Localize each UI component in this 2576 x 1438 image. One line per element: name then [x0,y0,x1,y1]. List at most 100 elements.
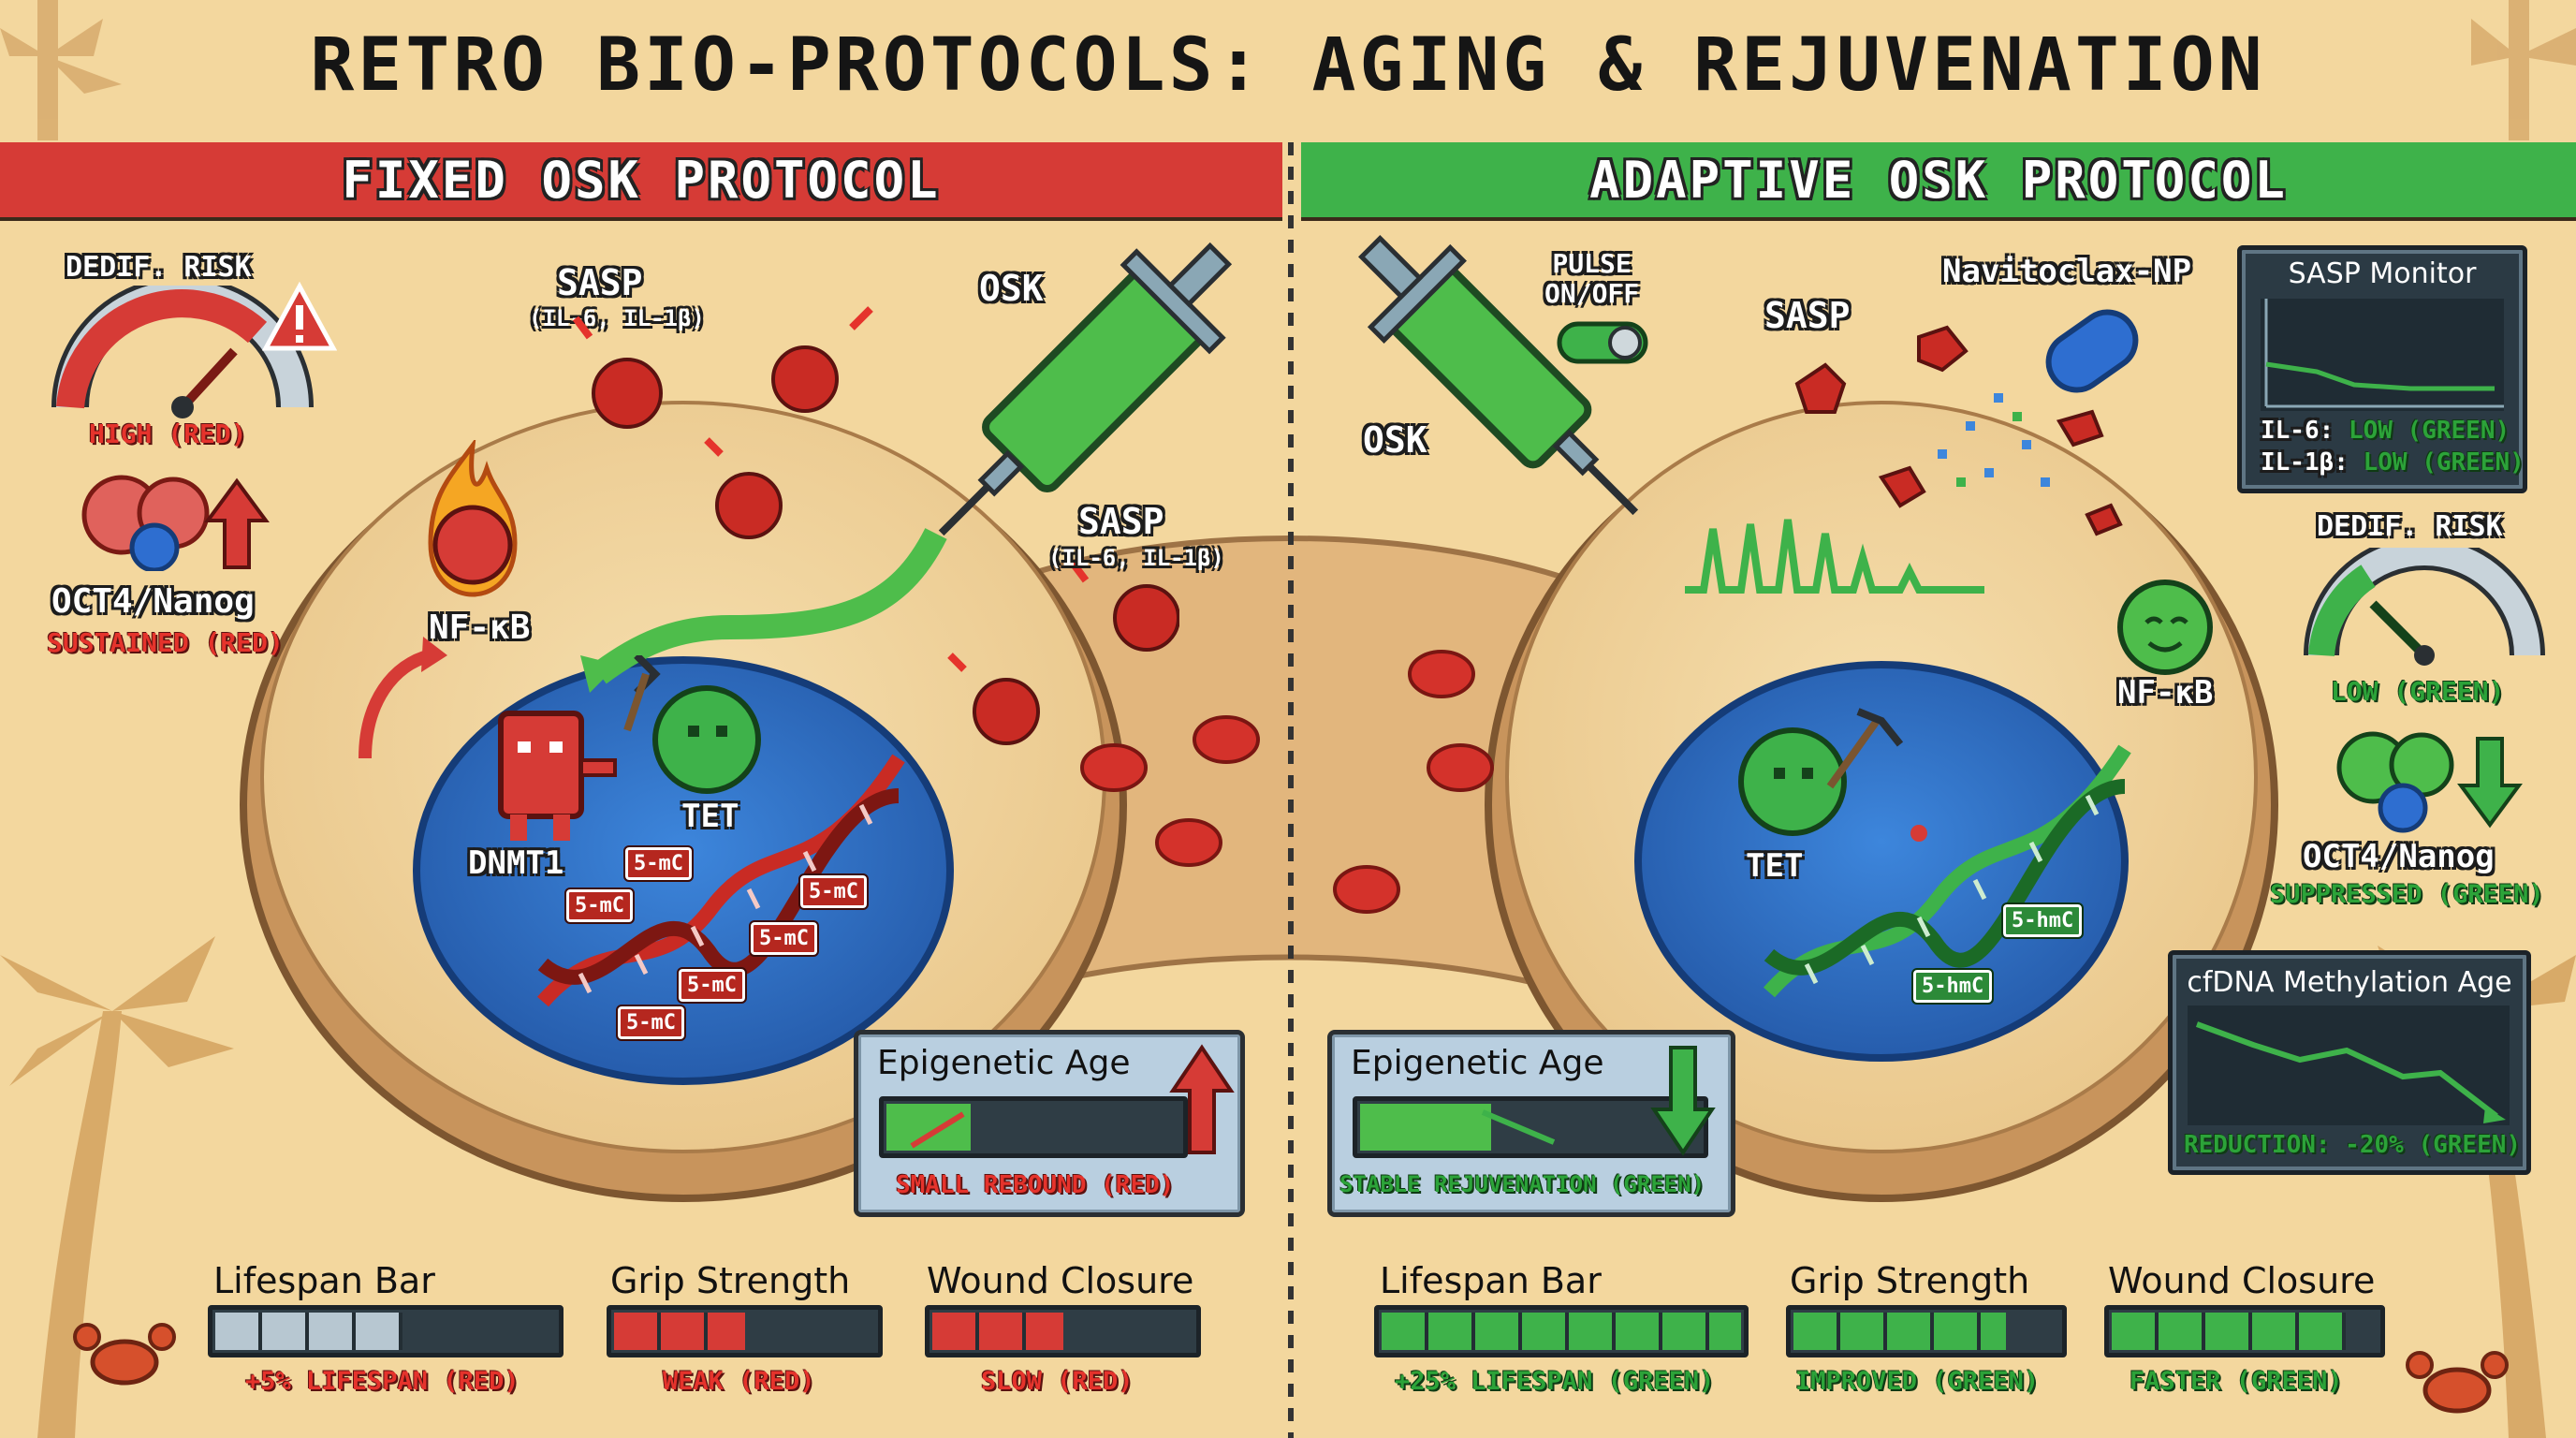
warning-icon [262,281,337,351]
right-lifespan-label: Lifespan Bar [1380,1260,1602,1301]
il6-status: LOW (GREEN) [2348,417,2510,445]
navitoclax-label: Navitoclax-NP [1942,253,2192,290]
right-lifespan-status: +25% LIFESPAN (GREEN) [1395,1367,1715,1396]
sasp-monitor-title: SASP Monitor [2288,257,2477,290]
methyl-mark: 5-mC [798,873,869,910]
left-lifespan-bar [208,1305,564,1357]
right-tet-label: TET [1746,847,1804,885]
right-dedif-gauge [2304,548,2545,666]
right-gauge-needle [2369,600,2428,659]
right-wound-label: Wound Closure [2108,1260,2376,1301]
left-wound-status: SLOW (RED) [981,1367,1134,1396]
left-epigenetic-age-bar [879,1096,1188,1158]
right-grip-fill [1793,1313,2007,1350]
right-grip-status: IMPROVED (GREEN) [1795,1367,2040,1396]
right-epigenetic-age-panel: Epigenetic Age STABLE REJUVENATION (GREE… [1327,1030,1735,1217]
right-lifespan-fill [1382,1313,1741,1350]
down-arrow-icon [2457,737,2523,829]
right-dna-helix-icon [1763,744,2131,998]
left-tet-character-icon [623,655,761,794]
page-title: RETRO BIO-PROTOCOLS: AGING & REJUVENATIO… [310,23,2266,108]
right-epigenetic-age-bar [1353,1096,1708,1158]
red-blood-cells [1080,650,1494,914]
palm-tree-bottom-left [0,936,234,1438]
right-oct4-label: OCT4/Nanog [2303,838,2495,875]
palm-tree-top-left [0,0,122,140]
left-gauge-fill [56,289,268,409]
sasp-monitor-chart [2261,299,2504,411]
left-oct4-status: SUSTAINED (RED) [47,627,284,658]
left-grip-status: WEAK (RED) [663,1367,815,1396]
left-dedif-gauge [51,286,314,418]
il1b-status: LOW (GREEN) [2363,448,2525,477]
left-grip-bar [607,1305,883,1357]
cfdna-chart [2188,1005,2510,1125]
right-wound-status: FASTER (GREEN) [2130,1367,2343,1396]
big-up-arrow-icon [1169,1044,1235,1154]
hydroxymethyl-mark: 5-hmC [1910,968,1995,1005]
left-grip-label: Grip Strength [610,1260,851,1301]
right-epigenetic-age-title: Epigenetic Age [1351,1044,1604,1082]
right-lifespan-bar [1374,1305,1749,1357]
right-sasp-label: SASP [1764,295,1851,336]
right-wound-fill [2112,1313,2346,1350]
pulse-on-off-label: PULSE ON/OFF [1544,248,1640,309]
il1b-label: IL-1β: LOW (GREEN) [2261,448,2525,477]
left-wound-fill [932,1313,1063,1350]
sasp-fragments-right [1794,325,2123,536]
right-tet-character-icon [1738,708,1904,836]
right-wound-bar [2104,1305,2385,1357]
right-grip-label: Grip Strength [1790,1260,2030,1301]
cfdna-panel: cfDNA Methylation Age REDUCTION: -20% (G… [2168,950,2531,1175]
left-lifespan-label: Lifespan Bar [213,1260,435,1301]
flame-icon [428,440,518,597]
left-nfkb-label: NF-κB [429,609,531,647]
left-oct4-label: OCT4/Nanog [51,582,255,621]
cfdna-title: cfDNA Methylation Age [2187,966,2512,999]
big-down-arrow-icon [1650,1046,1716,1156]
right-syringe-icon [1358,235,1639,516]
right-dedif-risk-status: LOW (GREEN) [2331,676,2505,707]
dnmt1-label: DNMT1 [468,844,564,882]
right-gauge-fill [2308,565,2376,657]
left-dedif-risk-status: HIGH (RED) [89,418,247,449]
left-epigenetic-age-title: Epigenetic Age [877,1044,1131,1082]
left-tet-label: TET [681,798,739,835]
decline-arrow-icon [1481,1109,1556,1145]
adaptive-protocol-header: ADAPTIVE OSK PROTOCOL [1301,142,2576,221]
left-wound-bar [925,1305,1201,1357]
left-epigenetic-age-panel: Epigenetic Age SMALL REBOUND (RED) [854,1030,1245,1217]
left-dedif-risk-label: DEDIF. RISK [66,251,252,284]
il6-label: IL-6: LOW (GREEN) [2261,417,2510,445]
nanoparticle-capsule-icon [2045,309,2139,393]
palm-tree-top-right [2471,0,2576,140]
osk-injection-stream [580,528,947,693]
crab-icon [73,1323,176,1386]
pulse-toggle-switch [1557,321,1648,364]
right-oct4-status: SUPPRESSED (GREEN) [2270,880,2544,909]
hydroxymethyl-mark: 5-hmC [2000,902,2085,939]
sasp-monitor-panel: SASP Monitor IL-6: LOW (GREEN) IL-1β: LO… [2237,245,2527,493]
left-epigenetic-age-status: SMALL REBOUND (RED) [896,1171,1175,1199]
il6-key: IL-6: [2261,417,2334,445]
left-osk-label: OSK [979,268,1044,309]
left-syringe-icon [938,242,1233,536]
right-epigenetic-age-status: STABLE REJUVENATION (GREEN) [1339,1171,1705,1197]
sasp-virus-particles-left [572,306,1179,745]
fixed-protocol-header: FIXED OSK PROTOCOL [0,142,1282,221]
left-wound-label: Wound Closure [927,1260,1194,1301]
right-oct4-cluster-icon [2336,731,2454,833]
up-arrow-icon [204,477,270,569]
left-grip-fill [614,1313,745,1350]
methyl-mark: 5-mC [623,845,694,882]
methyl-mark: 5-mC [564,888,635,924]
cfdna-status: REDUCTION: -20% (GREEN) [2184,1131,2522,1159]
methyl-mark: 5-mC [677,967,747,1004]
rebound-arrow-icon [910,1111,965,1149]
left-oct4-cluster-icon [81,475,210,571]
right-epigenetic-age-fill [1360,1104,1491,1151]
left-epigenetic-age-fill [886,1104,971,1151]
left-sasp-right-sub: (IL-6, IL-1β) [1048,545,1224,571]
pulse-waveform [1685,519,1984,594]
